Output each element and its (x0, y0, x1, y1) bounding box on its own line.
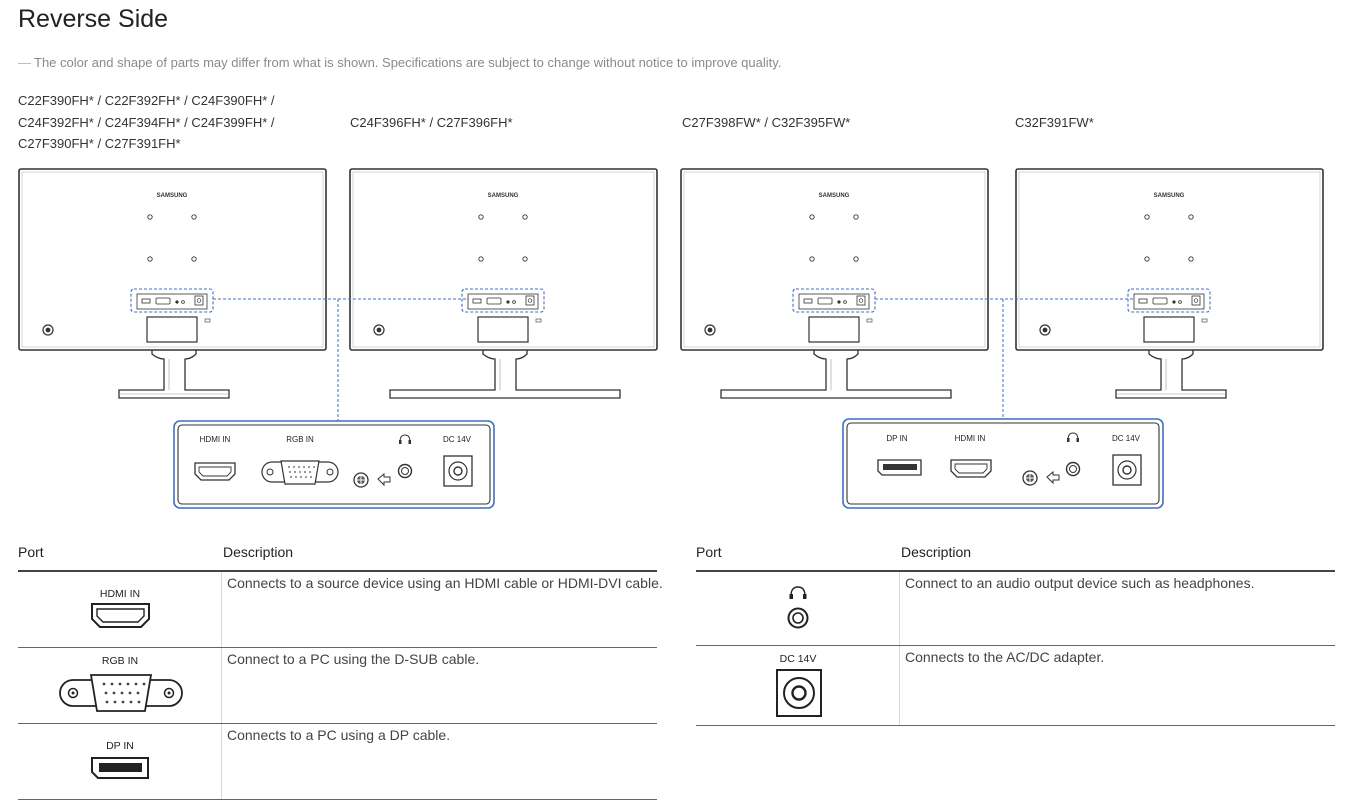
monitor-2: SAMSUNG (349, 168, 658, 399)
model-group-3: C27F398FW* / C32F395FW* (682, 115, 851, 130)
monitor-3: SAMSUNG (680, 168, 989, 399)
headphone-jack-icon (787, 586, 809, 629)
dc-label: DC 14V (443, 435, 472, 444)
header-rule (18, 570, 657, 572)
dc-power-port-icon (443, 455, 473, 487)
row-description: Connects to a PC using a DP cable. (227, 727, 451, 743)
brand-logo: SAMSUNG (488, 193, 519, 199)
port-label: DC 14V (779, 653, 817, 665)
column-divider (221, 572, 222, 799)
kensington-screw-icon (1022, 470, 1038, 486)
hdmi-label: HDMI IN (200, 435, 231, 444)
hdmi-port-icon (91, 603, 150, 628)
arrow-icon (377, 472, 391, 487)
page-title: Reverse Side (18, 5, 169, 33)
rgb-label: RGB IN (286, 435, 314, 444)
row-description: Connects to a source device using an HDM… (227, 575, 663, 591)
port-table-left: Port Description HDMI IN Connects to a s… (18, 544, 663, 806)
arrow-icon (1046, 470, 1060, 485)
row-rule (18, 647, 657, 648)
headphone-jack-icon (1065, 432, 1081, 477)
headphone-jack-icon (397, 434, 413, 479)
hdmi-port-icon (194, 462, 236, 481)
port-header: Port (696, 544, 722, 560)
description-header: Description (901, 544, 972, 560)
model-group-1: C22F390FH* / C22F392FH* / C24F390FH* / C… (18, 93, 275, 151)
row-rule (18, 799, 657, 800)
disclaimer-note: —The color and shape of parts may differ… (18, 55, 782, 70)
column-divider (899, 572, 900, 725)
header-rule (696, 570, 1335, 572)
displayport-icon (877, 459, 922, 476)
model-group-2: C24F396FH* / C27F396FH* (350, 115, 513, 130)
port-header: Port (18, 544, 44, 560)
row-description: Connect to an audio output device such a… (905, 575, 1255, 591)
row-rule (696, 725, 1335, 726)
port-table-right: Port Description Connect to an audio out… (696, 544, 1335, 734)
monitor-rear-diagram: SAMSUNG SAMSUNG SAMSUNG SAMSUNG SAMSUNG … (18, 168, 1324, 509)
hdmi-port-icon (950, 459, 992, 478)
model-group-4: C32F391FW* (1015, 115, 1094, 130)
dc-label: DC 14V (1112, 434, 1141, 443)
row-description: Connects to the AC/DC adapter. (905, 649, 1105, 665)
dc-power-port-icon (1112, 454, 1142, 486)
monitor-4: SAMSUNG (1015, 168, 1324, 399)
monitor-1: SAMSUNG (18, 168, 327, 399)
displayport-icon (91, 757, 149, 779)
port-label: HDMI IN (99, 588, 141, 600)
brand-logo: SAMSUNG (1154, 193, 1185, 199)
row-description: Connect to a PC using the D-SUB cable. (227, 651, 480, 667)
brand-logo: SAMSUNG (819, 193, 850, 199)
callout-lines (213, 298, 1133, 421)
port-panel-left: HDMI IN RGB IN DC 14V (173, 420, 495, 509)
vga-port-icon (261, 460, 339, 485)
brand-logo: SAMSUNG (157, 193, 188, 199)
dp-label: DP IN (886, 434, 907, 443)
port-label: DP IN (106, 740, 134, 752)
port-label: RGB IN (101, 655, 139, 667)
kensington-screw-icon (353, 472, 369, 488)
dc-power-port-icon (776, 669, 822, 717)
port-panel-right: DP IN HDMI IN DC 14V (842, 418, 1164, 509)
row-rule (696, 645, 1335, 646)
description-header: Description (223, 544, 294, 560)
hdmi-label: HDMI IN (955, 434, 986, 443)
vga-port-icon (59, 674, 183, 712)
row-rule (18, 723, 657, 724)
